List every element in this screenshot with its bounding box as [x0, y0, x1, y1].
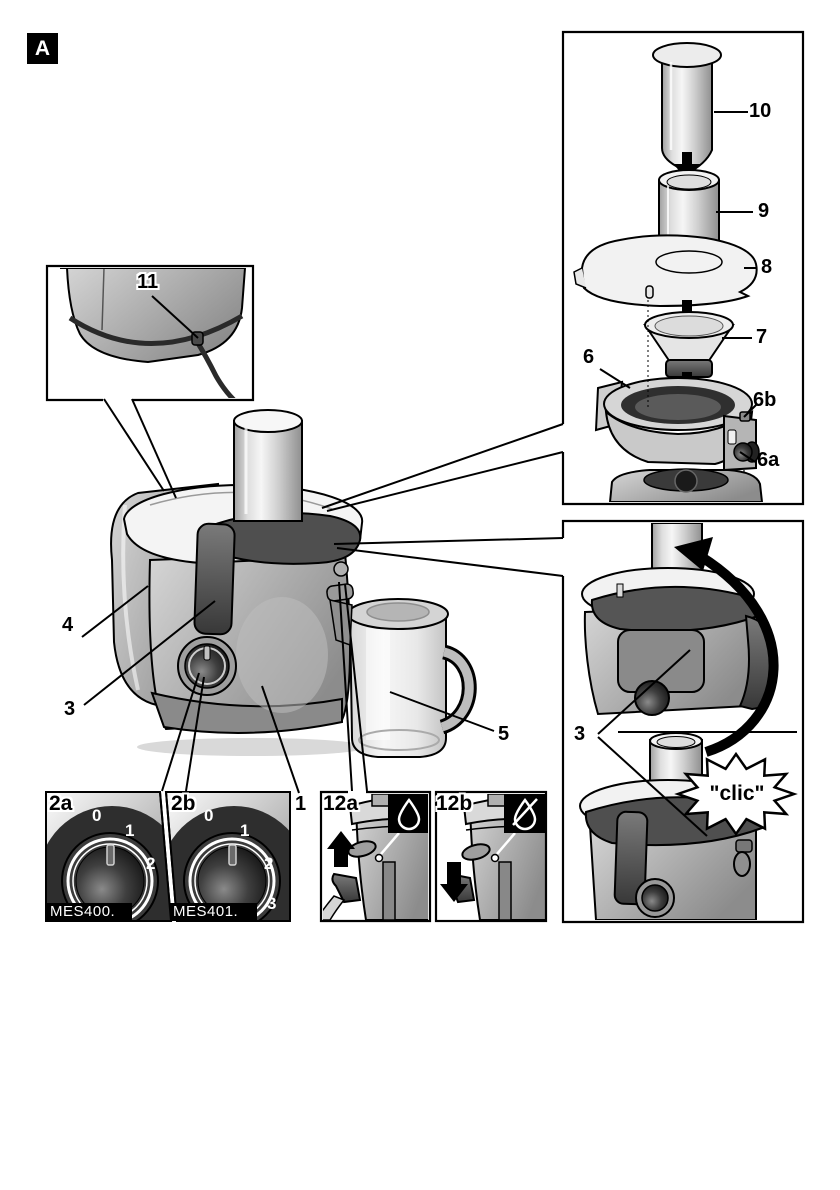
assembly-steps-drawing: [579, 523, 798, 920]
dial-2b-drawing: [164, 791, 291, 922]
callout-lid: 8: [761, 256, 773, 278]
callout-locking-bar: 3: [64, 698, 76, 720]
up-arrow-icon: [327, 831, 355, 867]
callout-pulp-container: 4: [62, 614, 74, 636]
callout-locking-bar-assembly: 3: [574, 723, 586, 745]
main-juicer-drawing: [110, 409, 477, 758]
juice-jug: [347, 598, 477, 758]
drip-open-icon: [397, 797, 421, 831]
callout-juice-bowl: 6: [583, 346, 595, 368]
clic-sound-label: "clic": [709, 782, 765, 805]
model-label-mes401: MES401.: [170, 903, 257, 921]
dial-2a-pos-0: 0: [92, 806, 102, 825]
figure-label: A: [27, 33, 58, 64]
dial-2a-drawing: [45, 791, 173, 922]
callout-filter: 7: [756, 326, 768, 348]
dial-2a-pos-2: 2: [146, 854, 156, 873]
callout-outlet-knob: 6a: [757, 449, 780, 471]
rotate-arrow-icon: [674, 537, 713, 571]
dial-2b-pos-3: 3: [267, 894, 277, 913]
callout-cord-storage: 11: [137, 271, 159, 293]
panel-borders: [45, 30, 805, 924]
panel-tag-2b: 2b: [171, 792, 196, 815]
callout-lock-latch: 6b: [753, 389, 777, 411]
dial-2b-pos-1: 1: [240, 821, 250, 840]
down-arrow-icon: [440, 862, 468, 902]
clic-burst: [674, 751, 798, 837]
dial-2a-pos-1: 1: [125, 821, 135, 840]
panel-tag-12a: 12a: [323, 792, 359, 815]
callout-motor-unit: 1: [295, 793, 307, 815]
exploded-view-drawing: [573, 42, 764, 502]
cord-storage-inset-drawing: [60, 268, 247, 398]
callout-juice-jug: 5: [498, 723, 510, 745]
drip-stop-icon: [512, 797, 538, 831]
model-label-mes400: MES400.: [47, 903, 132, 921]
insert-arrow-icon: [674, 152, 700, 182]
callout-pusher: 10: [749, 100, 772, 122]
drip-stop-panel-drawing: [434, 790, 548, 923]
leader-lines: [81, 111, 758, 837]
power-knob: [177, 636, 237, 696]
callout-feed-tube: 9: [758, 200, 770, 222]
dial-2b-pos-0: 0: [204, 806, 214, 825]
drip-open-panel-drawing: [319, 790, 432, 923]
dial-2b-pos-2: 2: [264, 854, 274, 873]
panel-tag-12b: 12b: [436, 792, 473, 815]
panel-tag-2a: 2a: [49, 792, 73, 815]
rotate-arrow-icon: [697, 551, 779, 757]
